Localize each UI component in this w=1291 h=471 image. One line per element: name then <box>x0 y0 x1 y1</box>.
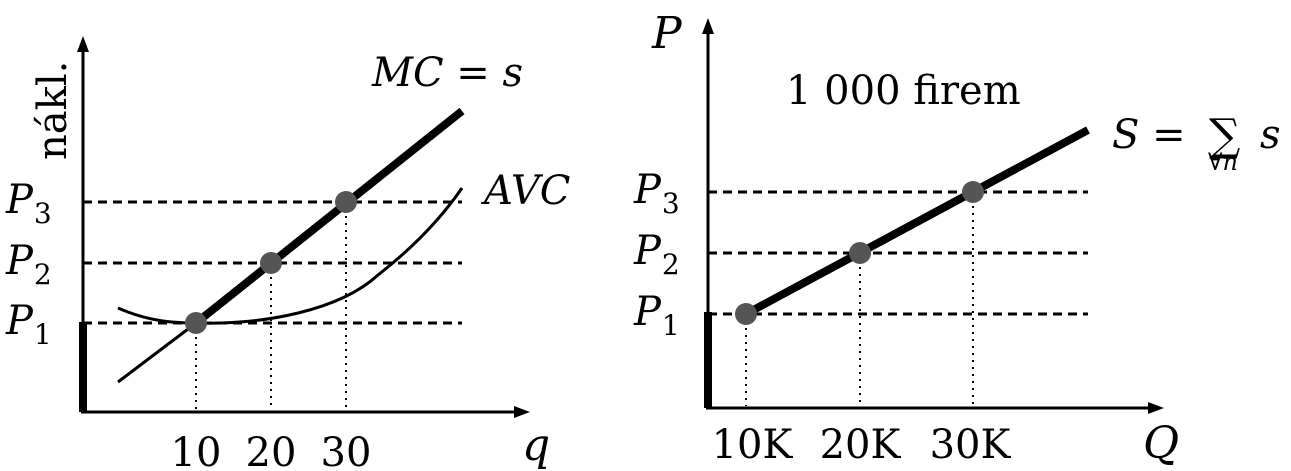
right-point-p3 <box>962 181 984 203</box>
left-x-tick-10: 10 <box>171 430 222 471</box>
left-panel: nákl. q P3 P2 P1 10 20 30 MC = s AVC <box>5 36 570 471</box>
supply-sum-label-rhs: s <box>1260 112 1281 158</box>
supply-sum-symbol: ∑ <box>1209 110 1240 161</box>
right-price-label-p1: P1 <box>633 289 680 342</box>
mc-curve-label: MC = s <box>371 50 523 96</box>
market-supply-curve <box>744 126 1090 318</box>
avc-curve <box>117 187 464 325</box>
left-y-axis-label: nákl. <box>30 61 76 160</box>
left-point-p1 <box>185 312 207 334</box>
right-x-tick-30k: 30K <box>930 422 1012 468</box>
left-price-label-p2: P2 <box>5 238 52 291</box>
right-point-p1 <box>735 303 757 325</box>
right-y-axis-arrow <box>702 18 714 34</box>
left-point-p2 <box>260 252 282 274</box>
right-x-tick-10k: 10K <box>712 422 794 468</box>
avc-curve-label: AVC <box>480 168 570 214</box>
supply-sum-subscript: ∀n <box>1208 148 1238 176</box>
left-x-tick-30: 30 <box>321 430 372 471</box>
right-panel: P Q P3 P2 P1 10K 20K 30K 1 000 firem S =… <box>633 8 1281 469</box>
left-point-p3 <box>335 191 357 213</box>
supply-sum-label-lhs: S = <box>1112 112 1186 158</box>
right-price-label-p3: P3 <box>633 167 680 220</box>
firms-count-annotation: 1 000 firem <box>786 68 1021 114</box>
mc-curve-supply <box>193 107 465 327</box>
left-price-label-p3: P3 <box>5 177 52 230</box>
right-y-axis-label: P <box>651 8 683 59</box>
left-x-tick-20: 20 <box>246 430 297 471</box>
right-x-axis-label: Q <box>1143 418 1179 469</box>
right-point-p2 <box>849 242 871 264</box>
right-x-axis-arrow <box>1148 402 1164 414</box>
left-x-axis-arrow <box>514 406 530 418</box>
right-price-label-p2: P2 <box>633 228 680 281</box>
left-price-label-p1: P1 <box>5 298 52 351</box>
mc-curve-lower <box>117 321 197 384</box>
right-x-tick-20k: 20K <box>820 422 902 468</box>
left-x-axis-label: q <box>522 420 550 471</box>
left-y-axis-arrow <box>77 36 89 52</box>
